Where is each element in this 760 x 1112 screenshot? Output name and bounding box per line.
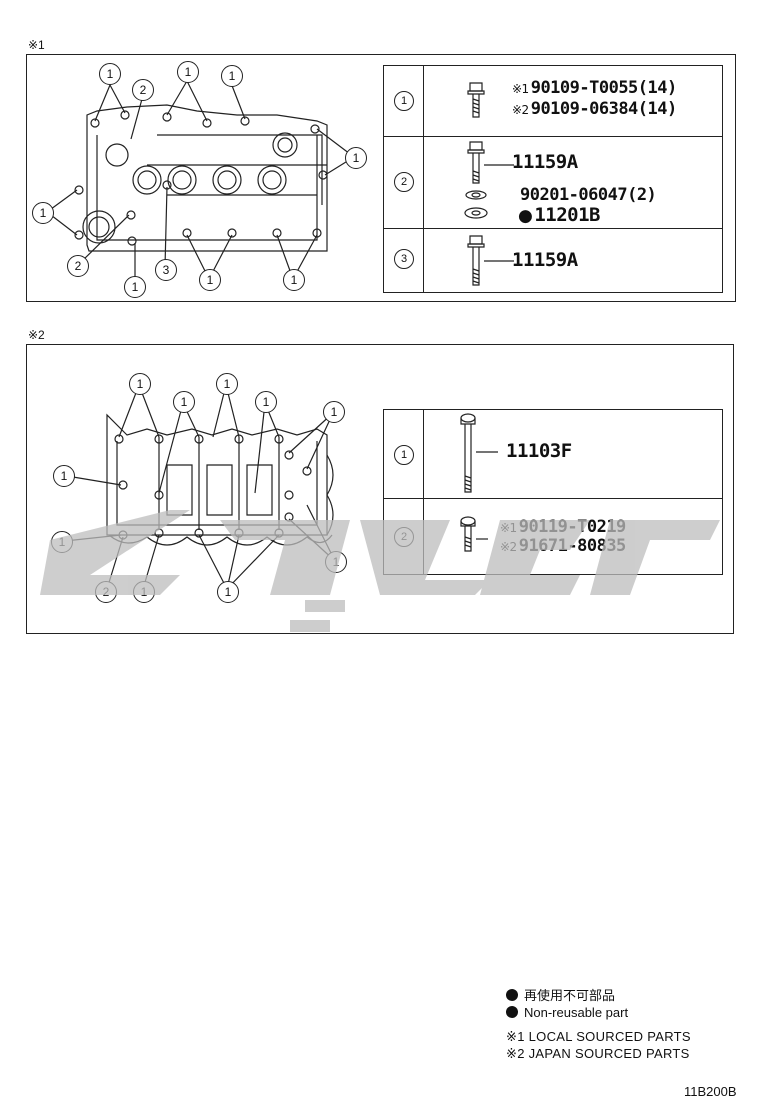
figure-id: 11B200B bbox=[684, 1084, 737, 1099]
diagram-callout: 1 bbox=[255, 391, 277, 413]
part-line: ●11201B bbox=[518, 204, 600, 226]
part-line: 11103F bbox=[504, 440, 572, 462]
marker: ※2 bbox=[512, 103, 529, 117]
diagram-callout: 1 bbox=[173, 391, 195, 413]
diagram-callout: 1 bbox=[99, 63, 121, 85]
diagram-callout: 1 bbox=[32, 202, 54, 224]
part-number: 90109-T0055(14) bbox=[530, 78, 678, 98]
diagram-callout: 1 bbox=[177, 61, 199, 83]
part-number: 11201B bbox=[534, 204, 600, 226]
bolt-washer-icon bbox=[464, 141, 514, 219]
part-number-badge: 2 bbox=[394, 527, 414, 547]
legend-non-reusable-jp: 再使用不可部品 bbox=[506, 985, 615, 1004]
part-number: 90201-06047(2) bbox=[520, 185, 657, 205]
diagram-callout: 3 bbox=[155, 259, 177, 281]
part-number: 90119-T0219 bbox=[518, 517, 627, 537]
part-number: 11159A bbox=[512, 249, 578, 271]
bolt-icon bbox=[467, 235, 514, 286]
diagram-callout: 2 bbox=[132, 79, 154, 101]
parts-row: 3 11159A bbox=[384, 228, 722, 292]
part-number-badge: 1 bbox=[394, 91, 414, 111]
cylinder-head-cover-drawing bbox=[46, 80, 355, 280]
marker: ※2 bbox=[500, 540, 517, 554]
legend-text: 再使用不可部品 bbox=[524, 988, 616, 1003]
marker: ● bbox=[518, 206, 533, 226]
num-column bbox=[384, 410, 424, 574]
part-line: 90201-06047(2) bbox=[518, 185, 657, 205]
part-number: 90109-06384(14) bbox=[530, 99, 678, 119]
section-2-panel: 1 1 1 1 1 1 1 1 2 1 1 1 11103F 2 bbox=[26, 344, 734, 634]
diagram-callout: 1 bbox=[221, 65, 243, 87]
marker: ※1 bbox=[500, 521, 517, 535]
part-line: 11159A bbox=[510, 249, 578, 271]
camshaft-housing-drawing bbox=[64, 384, 336, 590]
diagram-callout: 1 bbox=[129, 373, 151, 395]
legend-text: Non-reusable part bbox=[524, 1005, 629, 1020]
part-line: 11159A bbox=[510, 151, 578, 173]
diagram-callout: 1 bbox=[53, 465, 75, 487]
diagram-callout: 1 bbox=[283, 269, 305, 291]
diagram-callout: 1 bbox=[345, 147, 367, 169]
part-number: 11159A bbox=[512, 151, 578, 173]
diagram-callout: 2 bbox=[95, 581, 117, 603]
diagram-callout: 1 bbox=[325, 551, 347, 573]
legend-note-2: ※2 JAPAN SOURCED PARTS bbox=[506, 1046, 690, 1061]
section-1-label: ※1 bbox=[28, 38, 45, 52]
legend-note-1: ※1 LOCAL SOURCED PARTS bbox=[506, 1029, 691, 1044]
long-bolt-icon bbox=[460, 413, 498, 493]
num-column bbox=[384, 66, 424, 292]
diagram-callout: 1 bbox=[216, 373, 238, 395]
part-number-badge: 1 bbox=[394, 445, 414, 465]
filled-dot-icon bbox=[506, 1006, 518, 1018]
part-number-badge: 2 bbox=[394, 172, 414, 192]
marker: ※1 bbox=[512, 82, 529, 96]
bolt-icon bbox=[467, 82, 485, 118]
diagram-callout: 1 bbox=[217, 581, 239, 603]
part-number: 11103F bbox=[506, 440, 572, 462]
section-2-label: ※2 bbox=[28, 328, 45, 342]
parts-row: 1 11103F bbox=[384, 410, 722, 498]
diagram-callout: 1 bbox=[51, 531, 73, 553]
diagram-callout: 1 bbox=[133, 581, 155, 603]
parts-row: 2 11159A 90201-06047(2) ●11201B bbox=[384, 136, 722, 228]
filled-dot-icon bbox=[506, 989, 518, 1001]
diagram-callout: 1 bbox=[199, 269, 221, 291]
diagram-callout: 1 bbox=[323, 401, 345, 423]
diagram-callout: 1 bbox=[124, 276, 146, 298]
legend-non-reusable-en: Non-reusable part bbox=[506, 1005, 628, 1020]
part-number-badge: 3 bbox=[394, 249, 414, 269]
bolt-icon bbox=[460, 516, 488, 552]
diagram-callout: 2 bbox=[67, 255, 89, 277]
part-number: 91671-80835 bbox=[518, 536, 627, 556]
